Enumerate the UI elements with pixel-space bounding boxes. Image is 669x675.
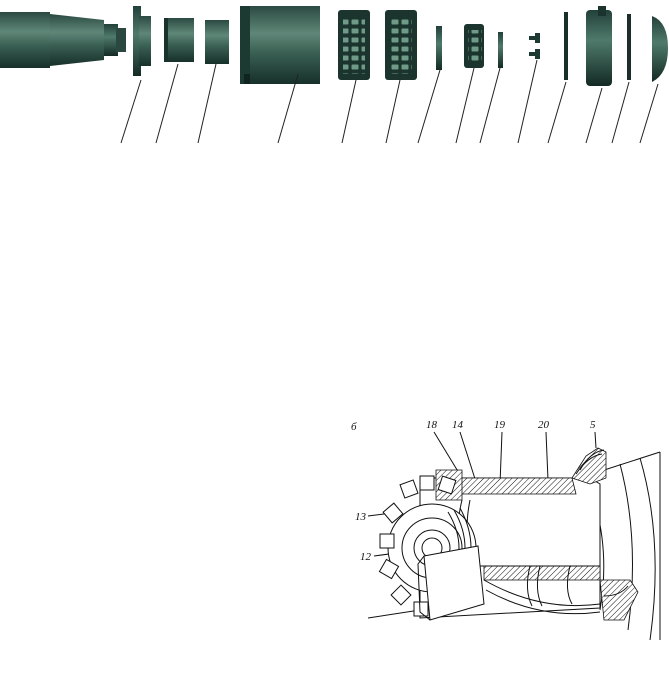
label-19: 19 xyxy=(494,419,506,431)
leader-line xyxy=(547,81,567,144)
castle-nut-face xyxy=(378,475,485,621)
leader-lines xyxy=(120,59,659,144)
leader-line xyxy=(545,431,549,481)
leader-line xyxy=(455,67,475,144)
label-13: 13 xyxy=(355,511,367,523)
leader-line xyxy=(417,69,441,144)
nut-tooth xyxy=(390,584,412,606)
leader-line xyxy=(385,79,401,144)
label-12: 12 xyxy=(360,551,372,563)
leader-line xyxy=(367,609,421,619)
nut-tooth xyxy=(413,601,429,617)
panel-letter: б xyxy=(351,421,357,433)
bolts-part xyxy=(529,33,540,59)
seal-flange-part xyxy=(133,6,151,76)
leader-line xyxy=(459,431,477,483)
lock-washer-part xyxy=(498,32,503,68)
bearing-housing-part xyxy=(240,6,320,84)
end-cap-part xyxy=(586,6,612,86)
nut-tooth xyxy=(378,558,400,580)
axle-shaft-part xyxy=(0,12,126,68)
nut-tooth xyxy=(419,475,435,491)
leader-line xyxy=(197,63,217,144)
label-20: 20 xyxy=(538,419,550,431)
leader-line xyxy=(611,81,630,144)
thin-washer-part xyxy=(436,26,442,70)
leader-line xyxy=(594,431,597,449)
leader-line xyxy=(155,63,179,144)
gasket-part xyxy=(564,12,568,80)
cover-part xyxy=(652,16,668,82)
leader-line xyxy=(120,79,142,144)
label-5: 5 xyxy=(590,419,596,431)
label-18: 18 xyxy=(426,419,438,431)
leader-line xyxy=(341,79,357,144)
exploded-view xyxy=(0,6,668,144)
roller-bearing-2-part xyxy=(385,10,417,80)
cutaway-drawing: б 18 14 19 20 5 13 12 xyxy=(351,419,661,641)
leader-line xyxy=(517,59,538,144)
spacer-ring-part xyxy=(205,20,229,64)
leader-line xyxy=(499,431,503,485)
nut-tooth xyxy=(399,479,419,499)
bushing-part xyxy=(164,18,194,62)
castle-nut-part xyxy=(464,24,484,68)
roller-bearing-1-part xyxy=(338,10,370,80)
nut-tooth xyxy=(437,475,457,495)
gasket-2-part xyxy=(627,14,631,80)
nut-tooth xyxy=(379,533,395,549)
nut-tooth xyxy=(382,502,404,524)
label-14: 14 xyxy=(452,419,464,431)
leader-line xyxy=(277,73,299,144)
leader-line xyxy=(479,67,501,144)
leader-line xyxy=(639,83,659,144)
leader-line xyxy=(585,87,603,144)
